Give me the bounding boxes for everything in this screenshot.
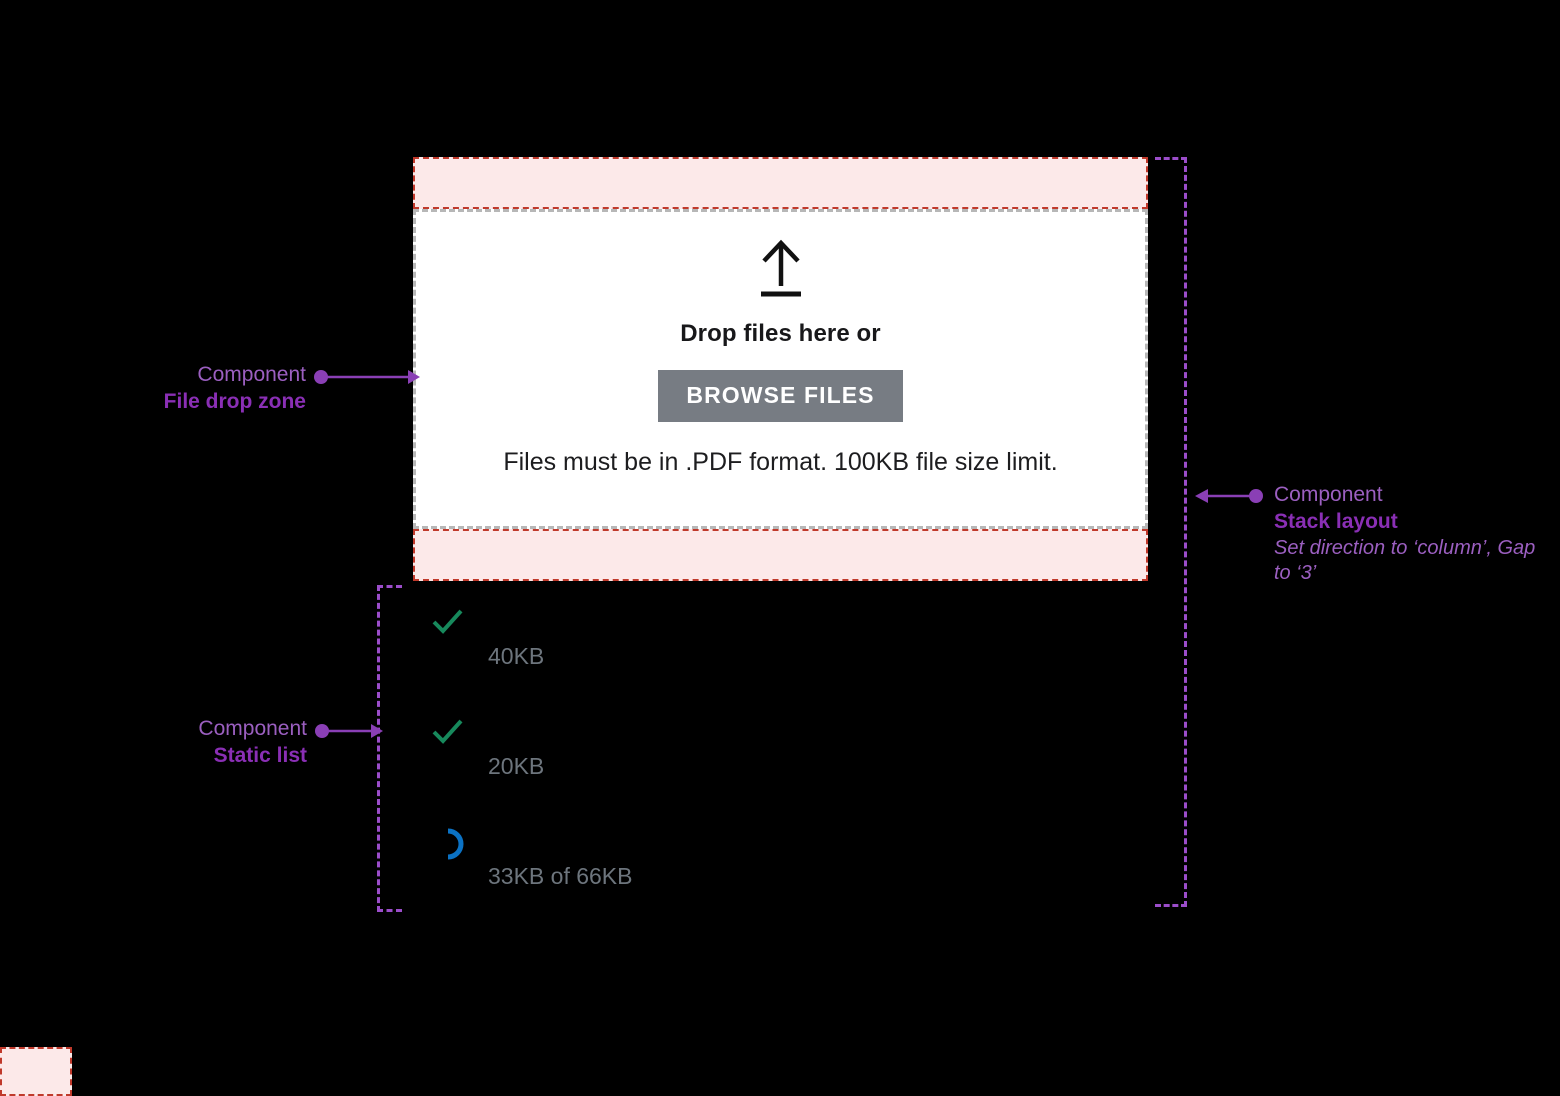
drop-zone-hint: Files must be in .PDF format. 100KB file…	[503, 448, 1058, 476]
list-item[interactable]: 40KB	[430, 605, 1130, 715]
upload-arrow-icon	[760, 239, 801, 297]
list-item[interactable]: 33KB of 66KB	[430, 825, 1130, 935]
list-item-meta: 33KB of 66KB	[488, 863, 633, 889]
annotation-arrow-static-list	[315, 724, 383, 738]
annotation-kind: Component	[1274, 483, 1383, 506]
annotation-arrow-stack-layout	[1195, 489, 1263, 503]
annotation-arrow-file-drop-zone	[314, 370, 420, 384]
padding-legend-swatch	[0, 1047, 72, 1096]
static-list: 40KB 20KB 33KB of 66KB	[430, 605, 1130, 935]
drop-zone-title: Drop files here or	[680, 320, 881, 347]
spinner-icon	[447, 828, 464, 860]
check-icon	[432, 719, 463, 744]
padding-band-top	[413, 157, 1148, 209]
annotation-note: Set direction to ‘column’, Gap to ‘3’	[1274, 536, 1536, 585]
annotation-static-list: Component Static list	[0, 716, 307, 770]
annotation-name: Stack layout	[1274, 509, 1398, 533]
stack-layout-container: Drop files here or BROWSE FILES Files mu…	[413, 157, 1148, 586]
annotation-kind: Component	[198, 717, 307, 740]
annotation-bracket-static-list	[377, 585, 402, 912]
annotation-file-drop-zone: Component File drop zone	[0, 362, 306, 416]
annotation-stack-layout: Component Stack layout Set direction to …	[1274, 482, 1554, 587]
padding-band-bottom	[413, 529, 1148, 581]
list-item-meta: 40KB	[488, 643, 545, 669]
list-item-meta: 20KB	[488, 753, 545, 779]
annotation-kind: Component	[197, 363, 306, 386]
annotation-name: File drop zone	[163, 389, 306, 413]
browse-files-button[interactable]: BROWSE FILES	[658, 370, 903, 422]
check-icon	[432, 609, 463, 634]
file-drop-zone[interactable]: Drop files here or BROWSE FILES Files mu…	[413, 209, 1148, 529]
annotation-bracket-stack-layout	[1155, 157, 1187, 907]
list-item[interactable]: 20KB	[430, 715, 1130, 825]
annotation-name: Static list	[213, 743, 307, 767]
